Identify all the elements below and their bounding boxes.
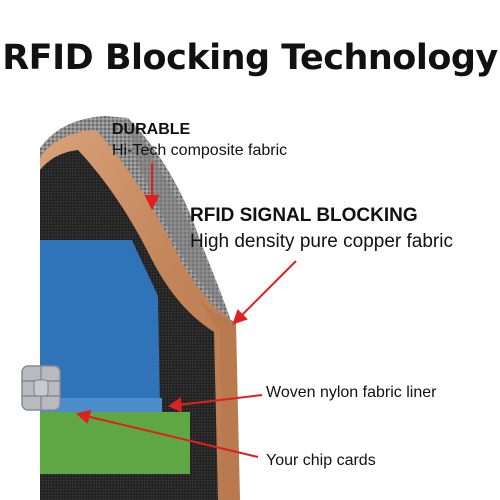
blue-card (40, 240, 160, 410)
card-stripe (40, 398, 162, 412)
arrow-signal-blocking (232, 260, 297, 325)
liner-description: Woven nylon fabric liner (266, 384, 437, 401)
signal-blocking-heading: RFID SIGNAL BLOCKING (190, 205, 418, 226)
arrow-cards (75, 409, 259, 458)
arrow-liner (167, 394, 263, 413)
durable-description: Hi-Tech composite fabric (112, 142, 288, 159)
chip-icon (21, 365, 61, 411)
durable-heading: DURABLE (112, 121, 191, 138)
cards-description: Your chip cards (266, 452, 376, 469)
green-card (40, 412, 190, 474)
signal-blocking-description: High density pure copper fabric (190, 231, 453, 252)
arrow-durable (144, 163, 160, 211)
page-title: RFID Blocking Technology (2, 38, 498, 78)
